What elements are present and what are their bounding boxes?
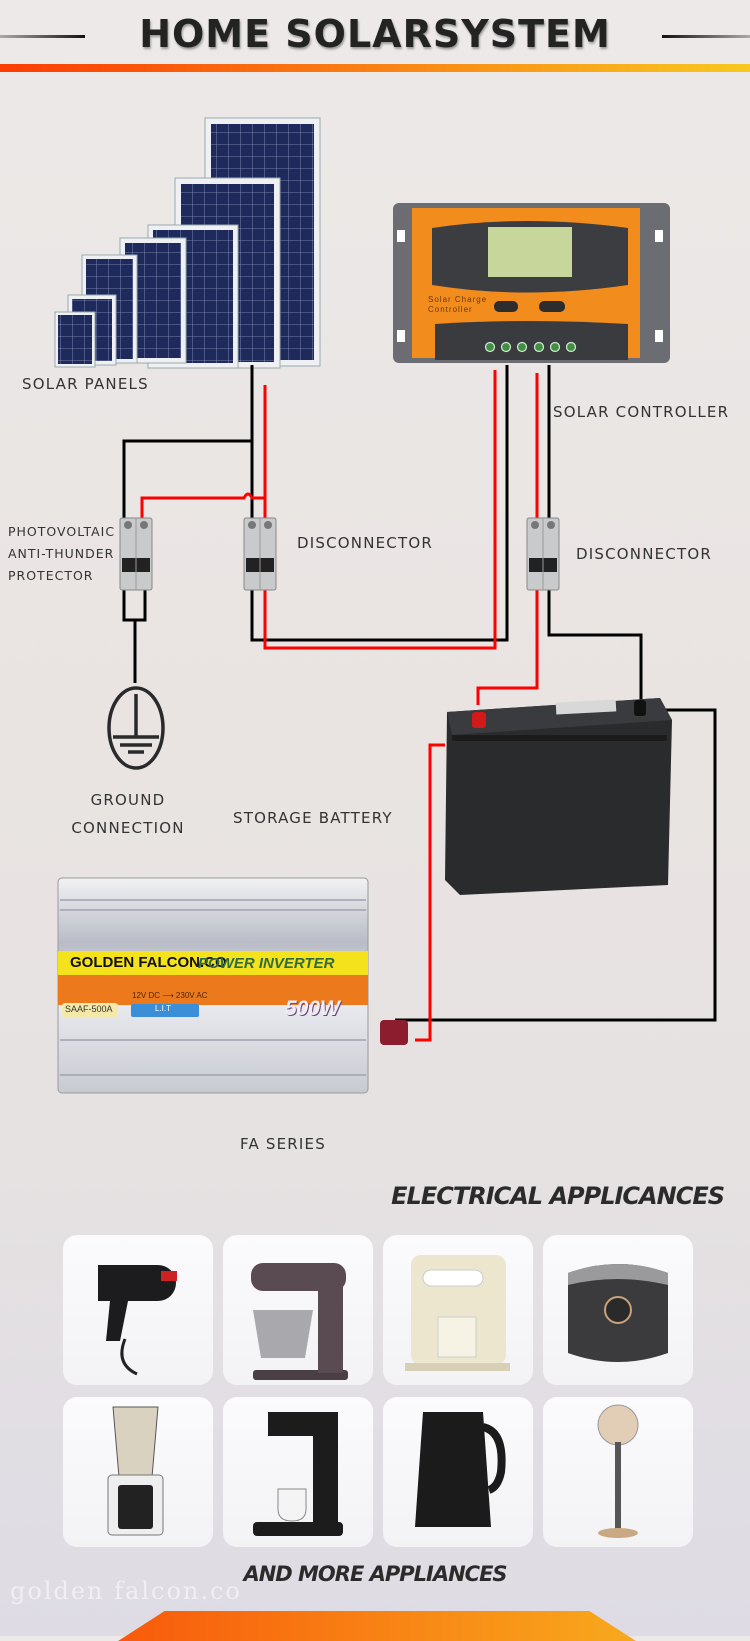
appliance-card-hair-dryer <box>63 1235 213 1385</box>
appliances-heading: ELECTRICAL APPLICANCES <box>391 1182 725 1210</box>
title-rule-right <box>662 35 750 38</box>
watermark: golden falcon.co <box>10 1577 242 1605</box>
appliance-card-electric-kettle <box>383 1397 533 1547</box>
wire-positive-panels <box>263 370 497 650</box>
coffee-machine-icon <box>253 1412 343 1536</box>
inverter-product: POWER INVERTER <box>198 955 335 972</box>
bottom-accent-banner <box>118 1611 636 1641</box>
label-line: ANTI-THUNDER <box>8 546 115 561</box>
storage-battery-image <box>445 698 672 895</box>
appliance-card-water-dispenser <box>383 1235 533 1385</box>
controller-brand-line: Solar Charge <box>428 295 488 304</box>
solar-panels-image <box>54 117 321 369</box>
appliance-card-blender <box>63 1397 213 1547</box>
hair-dryer-icon <box>98 1265 177 1376</box>
page-title: HOME SOLARSYSTEM <box>139 12 611 56</box>
label-line: PROTECTOR <box>8 568 94 583</box>
inverter-spec: 12V DC ⟶ 230V AC <box>132 991 208 1000</box>
inverter-power: 500W <box>285 997 340 1020</box>
appliance-card-rice-cooker <box>543 1235 693 1385</box>
inverter-tech: L.I.T <box>155 1004 172 1013</box>
wire-negative-inverter <box>395 708 717 1022</box>
wire-negative-protector <box>122 439 252 518</box>
label-line: PHOTOVOLTAIC <box>8 524 116 539</box>
system-diagram <box>54 117 717 1094</box>
wire-positive-protector <box>140 492 265 518</box>
electric-kettle-icon <box>415 1412 506 1527</box>
wire-positive-inverter <box>415 743 445 1042</box>
solar-controller-image <box>393 203 670 363</box>
label-solar-panels: SOLAR PANELS <box>22 375 149 393</box>
breaker-pv-protector <box>119 517 153 591</box>
wire-ground <box>122 590 147 683</box>
wire-negative-panels <box>250 365 509 642</box>
controller-brand-line: Controller <box>428 305 473 314</box>
appliances-footer: AND MORE APPLIANCES <box>243 1562 507 1586</box>
controller-brand-text: Solar Charge Controller <box>428 295 487 315</box>
label-storage-battery: STORAGE BATTERY <box>233 809 393 827</box>
breaker-disconnector-left <box>243 517 277 591</box>
label-disconnector-right: DISCONNECTOR <box>576 545 712 563</box>
standing-fan-icon <box>597 1404 639 1538</box>
breaker-disconnector-right <box>526 517 560 591</box>
rice-cooker-icon <box>568 1264 668 1362</box>
appliance-card-stand-mixer <box>223 1235 373 1385</box>
appliance-card-coffee-machine <box>223 1397 373 1547</box>
wire-negative-battery <box>547 365 643 705</box>
title-rule-left <box>0 35 85 38</box>
stand-mixer-icon <box>251 1263 348 1380</box>
power-inverter-image <box>57 877 408 1094</box>
label-fa-series: FA SERIES <box>240 1135 326 1153</box>
blender-icon <box>107 1406 164 1536</box>
ground-icon <box>107 686 165 770</box>
label-ground-connection: GROUND CONNECTION <box>58 786 198 842</box>
accent-bar <box>0 64 750 72</box>
label-disconnector-left: DISCONNECTOR <box>297 534 433 552</box>
label-solar-controller: SOLAR CONTROLLER <box>553 403 730 421</box>
water-dispenser-icon <box>405 1255 510 1371</box>
appliance-card-standing-fan <box>543 1397 693 1547</box>
label-pv-protector: PHOTOVOLTAIC ANTI-THUNDER PROTECTOR <box>8 521 115 587</box>
inverter-model: SAAF-500A <box>65 1004 113 1014</box>
inverter-brand: GOLDEN FALCON.CO <box>70 954 227 971</box>
label-line: GROUND <box>90 791 166 809</box>
label-line: CONNECTION <box>71 819 185 837</box>
